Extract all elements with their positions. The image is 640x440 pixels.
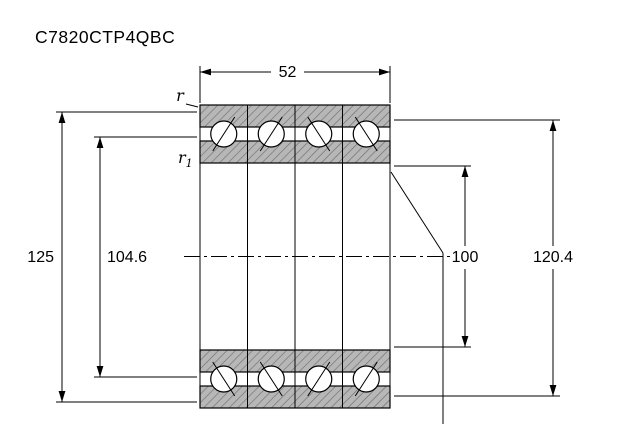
- arrowhead-left: [200, 68, 211, 76]
- contact-angle-construction: [390, 171, 444, 424]
- dim-bore-label: 100: [452, 249, 479, 266]
- contact-line: [354, 361, 378, 397]
- dim-shoulder-inner-label: 104.6: [107, 249, 147, 266]
- part-number-title: C7820CTP4QBC: [35, 27, 175, 47]
- dim-shoulder-inner: 104.6: [94, 136, 197, 378]
- dim-shoulder-outer-label: 120.4: [533, 249, 573, 266]
- contact-line: [259, 361, 283, 397]
- fillet-r-leader-line: [185, 103, 199, 108]
- arrowhead-right: [379, 68, 390, 76]
- dim-width: 52: [199, 64, 391, 103]
- arrowhead-bottom: [58, 391, 66, 402]
- fillet-r-label: r: [176, 86, 185, 105]
- contact-line: [307, 116, 331, 152]
- dim-outer-diameter-label: 125: [27, 249, 54, 266]
- arrowhead-top: [461, 166, 469, 177]
- contact-line: [259, 116, 283, 152]
- dim-bore: 100: [394, 165, 479, 348]
- balls-bottom-row: [210, 361, 380, 397]
- arrowhead-top: [96, 137, 104, 148]
- fillet-r1-base: r: [178, 148, 187, 167]
- balls-top-row: [210, 116, 380, 152]
- dim-outer-diameter: 125: [27, 111, 197, 403]
- contact-line: [212, 361, 236, 397]
- arrowhead-top: [549, 120, 557, 131]
- bearing-rings: [199, 104, 391, 409]
- fillet-r1-label: r1: [178, 148, 193, 170]
- arrowhead-bottom: [549, 385, 557, 396]
- contact-line: [354, 116, 378, 152]
- dim-width-label: 52: [279, 64, 297, 81]
- arrowhead-top: [58, 112, 66, 123]
- arrowhead-bottom: [96, 366, 104, 377]
- contact-angle-extension-line: [390, 171, 444, 254]
- fillet-r1-subscript: 1: [186, 157, 193, 170]
- contact-line: [212, 116, 236, 152]
- arrowhead-bottom: [461, 336, 469, 347]
- dim-shoulder-outer: 120.4: [394, 119, 573, 397]
- contact-line: [307, 361, 331, 397]
- fillet-labels: r r1: [176, 86, 199, 170]
